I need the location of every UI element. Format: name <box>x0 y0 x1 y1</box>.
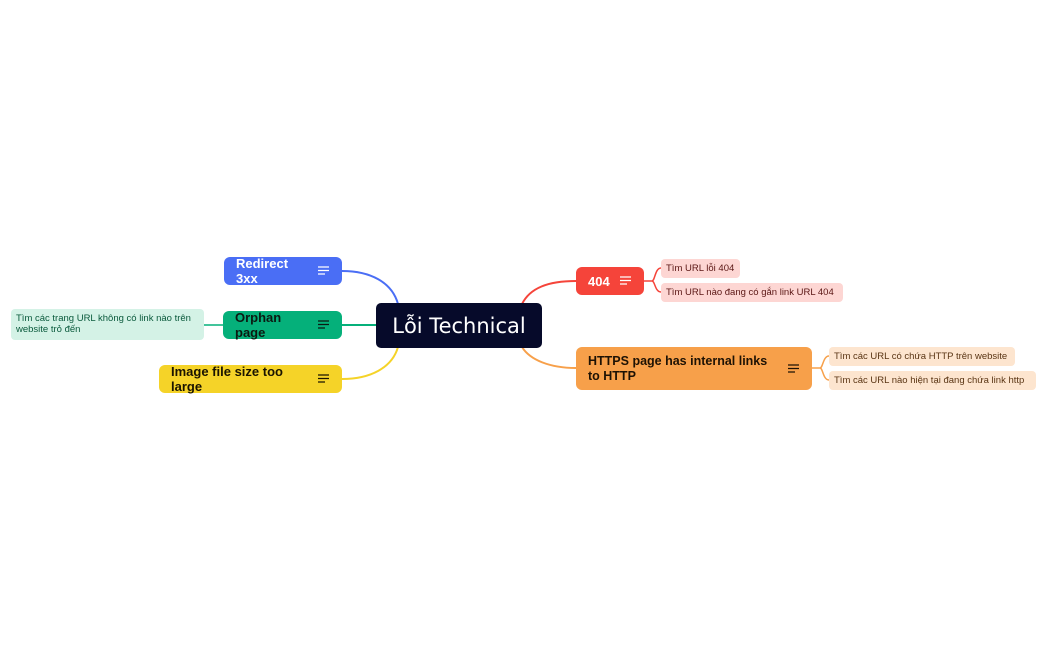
topic-label: 404 <box>588 273 610 289</box>
note-icon[interactable] <box>620 276 632 286</box>
topic-label: Image file size too large <box>171 364 283 394</box>
topic-https-internal-links[interactable]: HTTPS page has internal links to HTTP <box>576 347 812 390</box>
connector-404-leaf-1 <box>644 267 662 282</box>
topic-image-file-size[interactable]: Image file size too large <box>159 364 342 394</box>
subtopic-404-find-urls[interactable]: Tìm URL lỗi 404 <box>661 259 740 278</box>
subtopic-https-find-http-urls[interactable]: Tìm các URL có chứa HTTP trên website <box>829 347 1015 366</box>
subtopic-label: Tìm các trang URL không có link nào trên… <box>16 313 191 335</box>
subtopic-404-find-linking-urls[interactable]: Tìm URL nào đang có gắn link URL 404 <box>661 283 843 302</box>
central-topic-label: Lỗi Technical <box>392 313 526 338</box>
note-icon[interactable] <box>318 266 330 276</box>
connector-404-leaf-2 <box>651 280 662 293</box>
subtopic-orphan-find-urls[interactable]: Tìm các trang URL không có link nào trên… <box>11 309 204 340</box>
subtopic-label: Tìm các URL nào hiện tại đang chứa link … <box>834 375 1025 386</box>
connector-404 <box>521 280 577 305</box>
topic-label: Redirect 3xx <box>236 256 289 286</box>
topic-redirect-3xx[interactable]: Redirect 3xx <box>224 256 342 286</box>
central-topic[interactable]: Lỗi Technical <box>376 303 542 348</box>
connector-image <box>341 346 399 380</box>
connector-https <box>521 346 577 369</box>
subtopic-https-find-http-links[interactable]: Tìm các URL nào hiện tại đang chứa link … <box>829 371 1036 390</box>
note-icon[interactable] <box>788 363 800 374</box>
note-icon[interactable] <box>318 374 330 384</box>
connector-https-leaf-2 <box>819 367 830 381</box>
note-icon[interactable] <box>318 320 330 330</box>
topic-label: HTTPS page has internal links to HTTP <box>588 353 768 383</box>
subtopic-label: Tìm URL nào đang có gắn link URL 404 <box>666 287 834 298</box>
topic-label: Orphan page <box>235 310 282 340</box>
subtopic-label: Tìm URL lỗi 404 <box>666 263 735 274</box>
connector-https-leaf-1 <box>812 355 830 369</box>
connector-redirect <box>341 270 399 305</box>
topic-orphan-page[interactable]: Orphan page <box>223 310 342 340</box>
topic-404[interactable]: 404 <box>576 267 644 295</box>
subtopic-label: Tìm các URL có chứa HTTP trên website <box>834 351 1008 362</box>
